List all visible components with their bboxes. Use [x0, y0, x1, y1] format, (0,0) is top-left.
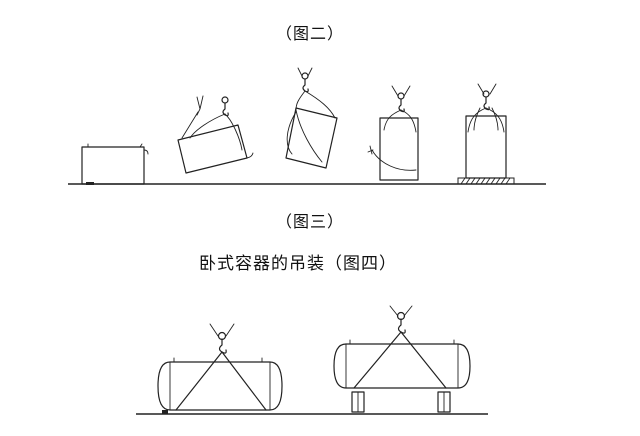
vessel-horizontal: [81, 143, 149, 185]
vessel-lift-stage-2: [285, 67, 338, 169]
vessel-sling-right: [333, 305, 471, 413]
figure-4-title: 卧式容器的吊装（图四）: [199, 254, 397, 274]
crane-hook-icon: [221, 96, 229, 117]
saddle-support-right: [437, 391, 451, 413]
crane-hook-icon: [396, 311, 406, 334]
vessel-lift-stage-3: [367, 85, 419, 181]
foundation-block: [457, 177, 515, 185]
vessel-upright: [457, 83, 515, 185]
crane-hook-icon: [217, 331, 227, 354]
figure-3-caption: （图三）: [276, 212, 345, 231]
vessel-lift-stage-1: [177, 95, 254, 174]
vessel-sling-left: [157, 323, 283, 414]
saddle-support-left: [351, 391, 365, 413]
crane-hook-icon: [397, 92, 405, 113]
upending-sequence-diagram: [68, 67, 546, 185]
crane-hook-icon: [482, 90, 490, 111]
figure-2-caption: （图二）: [276, 24, 345, 43]
